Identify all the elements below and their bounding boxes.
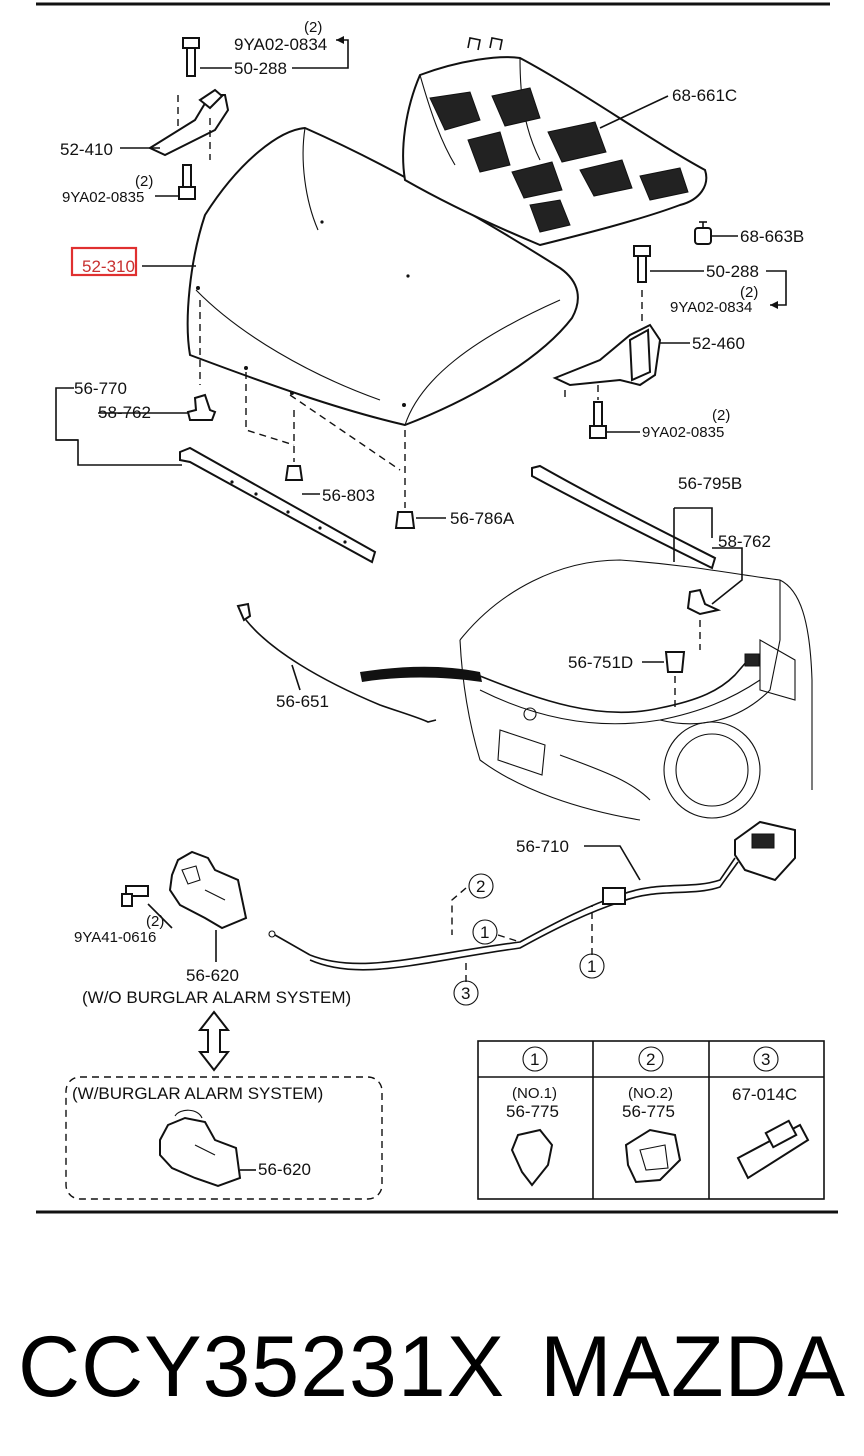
marker: 1 — [587, 957, 596, 976]
callout-56-770: 56-770 — [74, 379, 127, 398]
vehicle-front-drawing — [360, 559, 813, 821]
callout-58-762: 58-762 — [98, 403, 151, 422]
legend-note: (NO.1) — [512, 1085, 557, 1102]
release-cable-drawing — [268, 820, 796, 971]
hood-insulator-drawing — [402, 37, 708, 247]
callout-56-710: 56-710 — [516, 837, 569, 856]
callout-58-762: 58-762 — [718, 532, 771, 551]
qty-label: (2) — [304, 19, 322, 36]
alarm-option-box — [65, 1076, 383, 1200]
qty-label: (2) — [135, 173, 153, 190]
callout-56-620: 56-620 — [186, 966, 239, 985]
callout-9ya02-0834: 9YA02-0834 — [670, 299, 752, 316]
leader-lines — [55, 36, 787, 1171]
brand-name: MAZDA — [540, 1319, 846, 1415]
callout-68-663b: 68-663B — [740, 227, 804, 246]
callout-56-620: 56-620 — [258, 1160, 311, 1179]
fender-stopper-drawing — [664, 651, 686, 712]
callout-50-288: 50-288 — [234, 59, 287, 78]
callout-68-661c: 68-661C — [672, 86, 737, 105]
qty-label: (2) — [146, 913, 164, 930]
support-rod-drawing — [236, 602, 437, 723]
callout-52-410: 52-410 — [60, 140, 113, 159]
projection-line — [289, 394, 401, 471]
hood-stopper-drawing — [394, 430, 416, 529]
callout-56-795b: 56-795B — [678, 474, 742, 493]
hood-bumper-drawing — [284, 410, 304, 481]
clip-legend-table: 1 2 3 (NO.1) 56-775 (NO.2) 56-775 67-014… — [477, 1040, 825, 1200]
marker: 2 — [476, 877, 485, 896]
legend-header: 2 — [646, 1050, 655, 1069]
insulator-clip-drawing — [694, 221, 712, 245]
latch-note: (W/O BURGLAR ALARM SYSTEM) — [82, 988, 351, 1007]
callout-56-651: 56-651 — [276, 692, 329, 711]
callout-50-288: 50-288 — [706, 262, 759, 281]
callout-52-460: 52-460 — [692, 334, 745, 353]
callout-9ya02-0835: 9YA02-0835 — [62, 189, 144, 206]
legend-part: 56-775 — [622, 1102, 675, 1121]
callout-9ya02-0834: 9YA02-0834 — [234, 35, 327, 54]
callout-52-310: 52-310 — [82, 257, 135, 276]
marker: 1 — [480, 923, 489, 942]
callout-9ya02-0835: 9YA02-0835 — [642, 424, 724, 441]
highlight-box — [70, 246, 138, 277]
rear-seal-drawing — [531, 464, 722, 650]
legend-part: 67-014C — [732, 1085, 797, 1104]
qty-label: (2) — [740, 284, 758, 301]
right-hinge-assembly-drawing — [552, 245, 662, 439]
callout-56-803: 56-803 — [322, 486, 375, 505]
qty-label: (2) — [712, 407, 730, 424]
marker-group: 2 1 1 3 — [453, 873, 605, 1006]
hood-latch-drawing — [121, 850, 248, 930]
legend-header: 3 — [761, 1050, 770, 1069]
callout-56-751d: 56-751D — [568, 653, 633, 672]
hood-panel-drawing — [186, 126, 579, 427]
double-arrow-icon — [197, 1010, 231, 1072]
legend-note: (NO.2) — [628, 1085, 673, 1102]
marker: 3 — [461, 984, 470, 1003]
legend-header: 1 — [530, 1050, 539, 1069]
alarm-box-title: (W/BURGLAR ALARM SYSTEM) — [72, 1084, 323, 1103]
left-hinge-assembly-drawing — [147, 37, 230, 200]
front-seal-drawing — [179, 393, 377, 564]
part-number: CCY35231X — [18, 1319, 505, 1415]
alarm-latch-drawing — [159, 1109, 242, 1188]
callout-9ya41-0616: 9YA41-0616 — [74, 929, 156, 946]
callout-56-786a: 56-786A — [450, 509, 515, 528]
legend-part: 56-775 — [506, 1102, 559, 1121]
